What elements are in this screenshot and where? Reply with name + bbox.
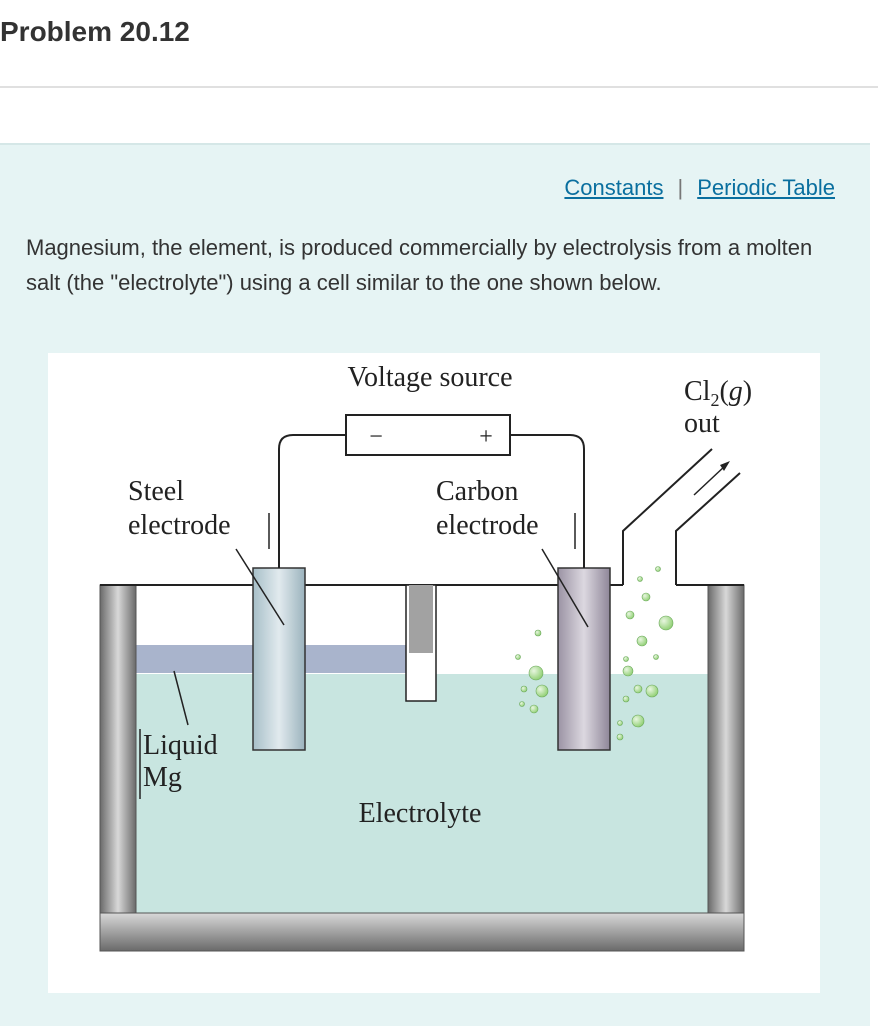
cell-right-wall: [707, 584, 745, 952]
resource-links: Constants | Periodic Table: [564, 175, 835, 201]
bubble: [623, 656, 629, 662]
bubble: [658, 615, 674, 631]
exhaust-pipe-left: [622, 448, 713, 585]
link-separator: |: [677, 175, 684, 200]
bubble: [655, 566, 661, 572]
liquid-mg-label-line2: Mg: [143, 762, 182, 793]
plus-sign: +: [479, 424, 493, 450]
bubble: [616, 733, 624, 741]
cl2-close-paren: ): [743, 376, 752, 407]
partition-shade: [409, 585, 433, 653]
divider: [0, 86, 878, 88]
electrolysis-cell-diagram: − +: [99, 362, 752, 952]
liquid-mg-pointer: [173, 670, 189, 726]
bubble: [617, 720, 623, 726]
carbon-pointer: [541, 548, 589, 628]
cell-floor: [99, 912, 745, 952]
chlorine-bubbles: [515, 566, 674, 741]
steel-label-line2: electrode: [128, 510, 231, 541]
carbon-label-line2: electrode: [436, 510, 539, 541]
bubble: [622, 695, 630, 703]
bubble: [641, 592, 651, 602]
bubble: [622, 665, 634, 677]
problem-intro: Magnesium, the element, is produced comm…: [26, 235, 813, 295]
cell-left-wall: [99, 584, 137, 952]
page-title: Problem 20.12: [0, 16, 190, 47]
periodic-table-link[interactable]: Periodic Table: [697, 175, 835, 200]
cl2-out-label: out: [684, 408, 720, 439]
wire-right: [510, 434, 585, 568]
bubble: [515, 654, 521, 660]
bubble: [645, 684, 659, 698]
bubble: [631, 714, 645, 728]
cl2-subscript: 2: [710, 390, 719, 410]
steel-electrode: [252, 567, 306, 751]
bubble: [653, 654, 659, 660]
bubble: [520, 685, 528, 693]
bubble: [633, 684, 643, 694]
problem-panel: Constants | Periodic Table Magnesium, the …: [0, 143, 870, 1026]
liquid-mg-label-line1: Liquid: [143, 730, 218, 761]
gas-flow-arrow: [693, 464, 727, 496]
wire-left: [278, 434, 346, 568]
minus-sign: −: [369, 424, 383, 450]
cl2-state: g: [729, 376, 743, 407]
bubble: [625, 610, 635, 620]
bubble: [528, 665, 544, 681]
bubble: [636, 635, 648, 647]
carbon-label-line1: Carbon: [436, 476, 518, 507]
bubble: [535, 684, 549, 698]
cl2-open-paren: (: [719, 376, 728, 407]
bubble: [519, 701, 525, 707]
voltage-source-label: Voltage source: [347, 362, 512, 393]
exhaust-pipe-right: [675, 472, 741, 585]
voltage-source-box: [345, 414, 511, 456]
bubble: [529, 704, 539, 714]
steel-pointer: [235, 548, 285, 626]
bubble: [534, 629, 542, 637]
electrolyte-label: Electrolyte: [359, 798, 482, 829]
carbon-electrode: [557, 567, 611, 751]
steel-label-line1: Steel: [128, 476, 184, 507]
bubble: [637, 576, 643, 582]
electrolysis-cell-figure: − +: [48, 353, 820, 993]
gas-flow-arrowhead: [720, 461, 730, 471]
constants-link[interactable]: Constants: [564, 175, 664, 200]
cl2-symbol: Cl: [684, 376, 711, 407]
cl2-label: Cl2(g): [684, 376, 752, 410]
electrolyte-liquid: [136, 674, 708, 913]
